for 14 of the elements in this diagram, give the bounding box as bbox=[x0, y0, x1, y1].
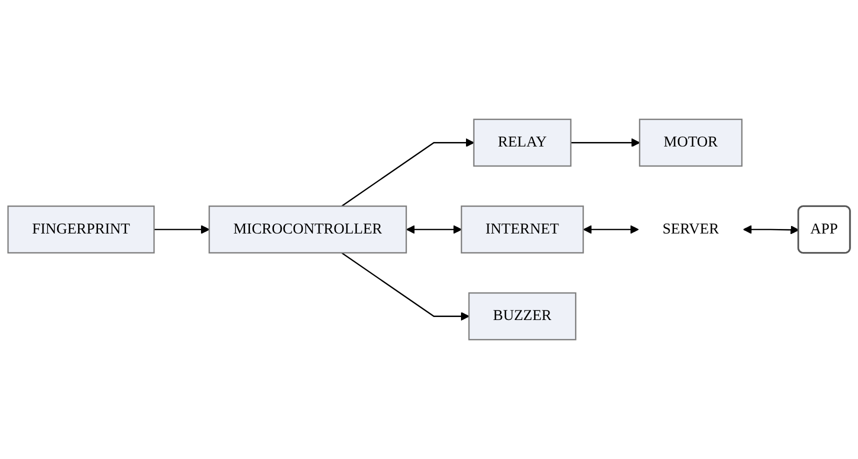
node-box: FINGERPRINT bbox=[7, 206, 155, 254]
arrow bbox=[341, 252, 470, 321]
arrow bbox=[341, 138, 474, 207]
arrow bbox=[583, 225, 639, 234]
node-box: RELAY bbox=[473, 118, 572, 167]
node-box: INTERNET bbox=[460, 206, 584, 254]
arrow bbox=[570, 138, 640, 148]
arrow bbox=[406, 225, 462, 234]
arrow bbox=[154, 225, 210, 234]
node-box: MICROCONTROLLER bbox=[208, 206, 407, 254]
arrow bbox=[743, 225, 800, 234]
node-box: BUZZER bbox=[468, 292, 576, 340]
node-text: SERVER bbox=[662, 221, 719, 238]
node-box: MOTOR bbox=[638, 118, 743, 167]
